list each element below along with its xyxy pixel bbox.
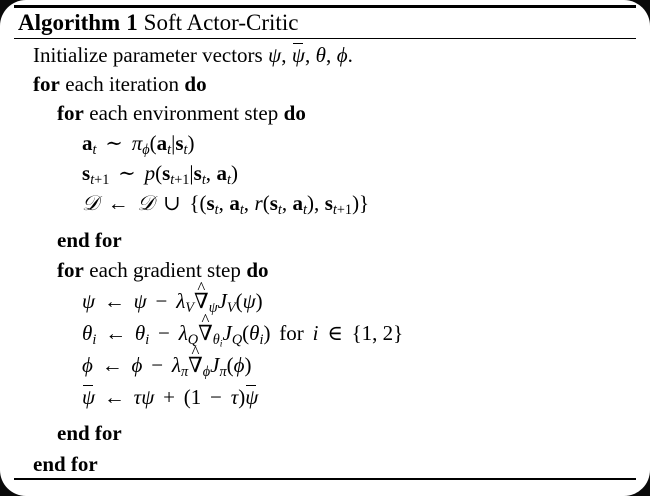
keyword-for: for (33, 72, 60, 96)
line-update-phi: ϕ←ϕ−λπ∇ϕJπ(ϕ) (82, 354, 252, 379)
keyword-end-for: end for (33, 452, 98, 476)
line-update-psi-bar: ψ←τψ+(1−τ)ψ (82, 384, 259, 409)
for-grad-step-text: each gradient step (89, 258, 241, 282)
keyword-do: do (246, 258, 269, 282)
line-end-for-environment: end for (57, 229, 122, 251)
line-update-replay-buffer: 𝒟←𝒟∪{(st,at,r(st,at),st+1)} (82, 191, 370, 218)
for-iteration-text: each iteration (65, 72, 179, 96)
keyword-do: do (184, 72, 207, 96)
algorithm-name: Soft Actor-Critic (143, 10, 299, 35)
for-index-keyword: for (279, 321, 304, 345)
line-update-psi: ψ←ψ−λV∇ψJV(ψ) (82, 290, 263, 315)
line-sample-action: at∼πϕ(at|st) (82, 131, 195, 158)
line-end-for-gradient: end for (57, 422, 122, 444)
line-initialize-label: Initialize parameter vectors (33, 43, 263, 67)
keyword-end-for: end for (57, 421, 122, 445)
rule-top (14, 5, 636, 8)
for-env-step-text: each environment step (89, 101, 279, 125)
line-end-for-iteration: end for (33, 453, 98, 475)
keyword-for: for (57, 258, 84, 282)
rule-middle (14, 38, 636, 40)
index-set: {1, 2} (351, 321, 404, 345)
rule-bottom (14, 478, 636, 480)
keyword-do: do (283, 101, 306, 125)
algorithm-number: 1 (126, 10, 138, 35)
algorithm-keyword: Algorithm (18, 10, 121, 35)
keyword-for: for (57, 101, 84, 125)
keyword-end-for: end for (57, 228, 122, 252)
line-sample-next-state: st+1∼p(st+1|st,at) (82, 161, 238, 188)
